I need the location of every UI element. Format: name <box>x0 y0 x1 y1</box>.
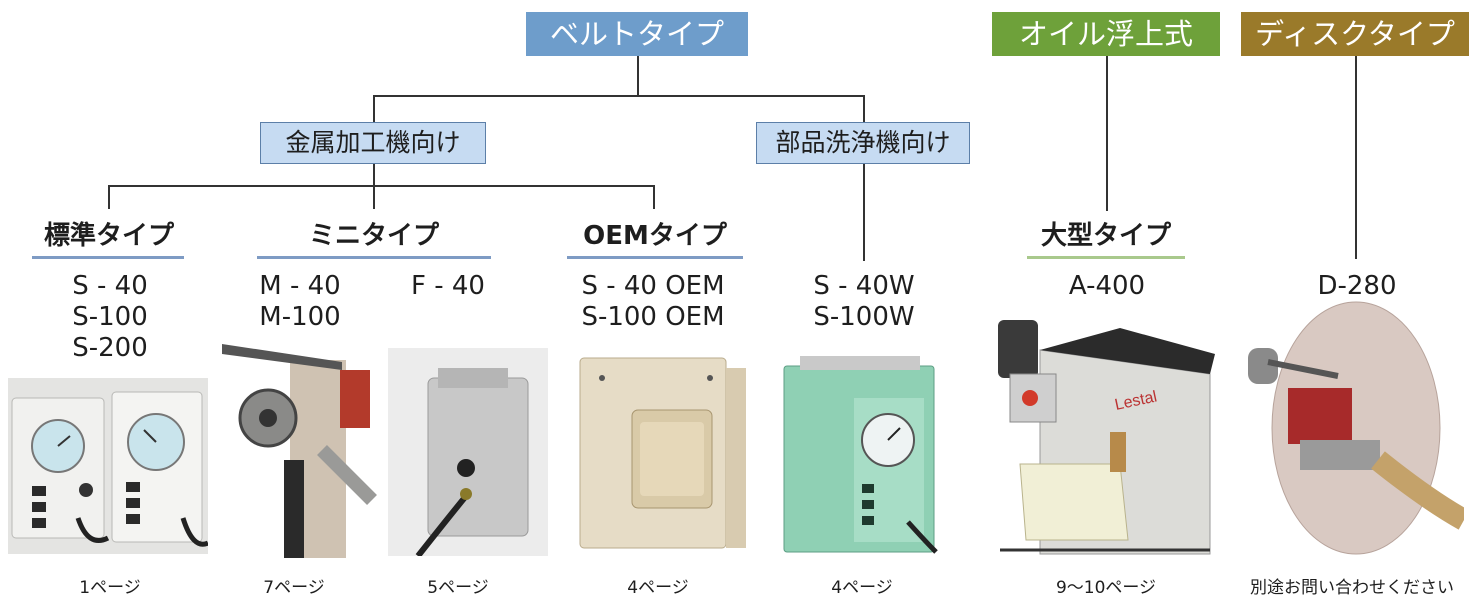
parts-washer-subheader: 部品洗浄機向け <box>756 122 970 164</box>
page-ref-standard: 1ページ <box>79 578 141 598</box>
large-underline <box>1027 256 1185 259</box>
connector <box>108 185 110 209</box>
connector <box>1106 56 1108 211</box>
standard-underline <box>32 256 184 259</box>
connector <box>373 95 864 97</box>
oem-type-label: OEMタイプ <box>583 221 727 251</box>
connector <box>1355 56 1357 259</box>
connector <box>373 95 375 122</box>
model-m40: M - 40 <box>259 271 341 301</box>
page-ref-large: 9〜10ページ <box>1055 578 1157 598</box>
disc-type-header: ディスクタイプ <box>1241 12 1469 56</box>
model-s100-oem: S-100 OEM <box>581 302 725 332</box>
model-m100: M-100 <box>259 302 341 332</box>
model-s100w: S-100W <box>813 302 915 332</box>
connector <box>863 164 865 261</box>
connector <box>108 185 654 187</box>
large-skimmer-photo: Lestal <box>990 314 1222 564</box>
connector <box>373 185 375 209</box>
model-s40w: S - 40W <box>813 271 915 301</box>
large-type-label: 大型タイプ <box>1040 221 1171 251</box>
metal-working-subheader: 金属加工機向け <box>260 122 486 164</box>
model-s200: S-200 <box>72 333 148 363</box>
standard-skimmer-photo <box>8 378 208 554</box>
model-a400: A-400 <box>1068 271 1146 301</box>
connector <box>653 185 655 209</box>
model-f40: F - 40 <box>411 271 485 301</box>
parts-washer-skimmer-photo <box>776 352 940 562</box>
connector <box>373 164 375 185</box>
mini-m-skimmer-photo <box>222 340 380 558</box>
mini-type-label: ミニタイプ <box>308 221 439 251</box>
connector <box>863 95 865 122</box>
page-ref-disc: 別途お問い合わせください <box>1250 578 1454 598</box>
model-s100: S-100 <box>72 302 148 332</box>
page-ref-oem: 4ページ <box>627 578 689 598</box>
belt-type-header: ベルトタイプ <box>526 12 748 56</box>
mini-underline <box>257 256 491 259</box>
standard-type-label: 標準タイプ <box>43 221 174 251</box>
disc-skimmer-photo <box>1228 300 1464 562</box>
mini-f-skimmer-photo <box>388 348 548 556</box>
connector <box>637 56 639 95</box>
oil-float-header: オイル浮上式 <box>992 12 1220 56</box>
model-s40: S - 40 <box>72 271 148 301</box>
model-s40-oem: S - 40 OEM <box>581 271 725 301</box>
oem-skimmer-photo <box>570 348 748 556</box>
oem-underline <box>567 256 743 259</box>
model-d280: D-280 <box>1317 271 1397 301</box>
page-ref-mini-f: 5ページ <box>427 578 489 598</box>
page-ref-mini-m: 7ページ <box>263 578 325 598</box>
page-ref-parts: 4ページ <box>831 578 893 598</box>
